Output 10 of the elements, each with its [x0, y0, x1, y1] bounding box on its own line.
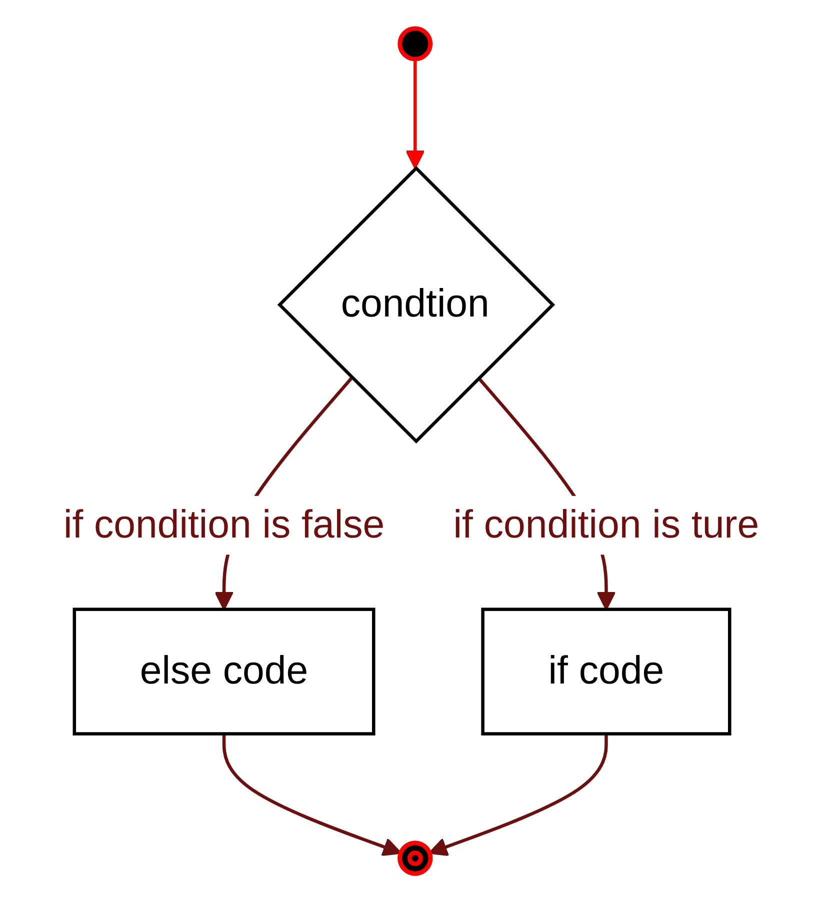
arrow [222, 733, 402, 856]
decision-diamond: condtion [278, 165, 556, 444]
end-node [398, 840, 433, 876]
process-box: else code [72, 607, 376, 735]
arrow [406, 58, 425, 169]
edge-label: if condition is ture [454, 495, 760, 554]
arrow [428, 733, 608, 856]
edge-label: if condition is false [64, 495, 385, 554]
process-box: if code [481, 607, 732, 735]
start-node [398, 26, 433, 61]
